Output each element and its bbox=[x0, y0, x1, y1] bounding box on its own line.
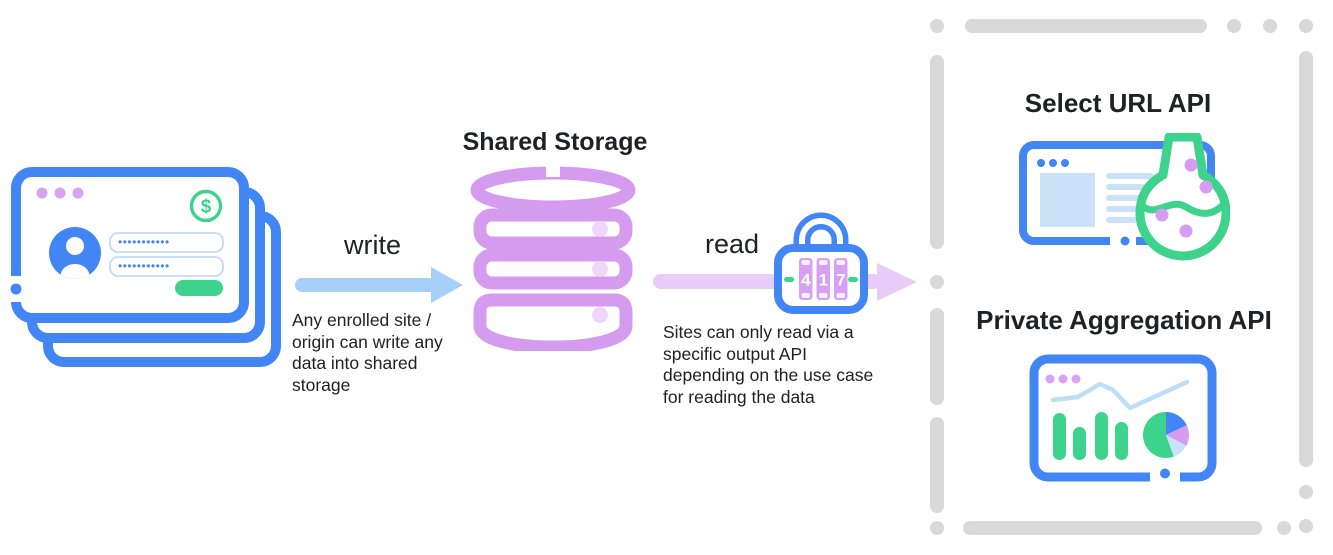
svg-text:•••••••••••: ••••••••••• bbox=[118, 235, 170, 249]
database-icon bbox=[470, 165, 636, 351]
pie-chart-icon bbox=[1142, 412, 1189, 458]
svg-text:1: 1 bbox=[819, 271, 828, 290]
write-caption: Any enrolled site / origin can write any… bbox=[292, 310, 443, 396]
shared-storage-title: Shared Storage bbox=[462, 128, 648, 156]
svg-text:$: $ bbox=[201, 197, 212, 218]
line-chart-icon bbox=[1050, 379, 1190, 411]
window-dots-icon bbox=[36, 187, 84, 199]
password-field[interactable]: ••••••••••• bbox=[109, 232, 224, 253]
flask-icon bbox=[1135, 133, 1230, 261]
dashboard-icon bbox=[1029, 354, 1217, 483]
write-arrow-icon bbox=[295, 267, 463, 303]
svg-text:4: 4 bbox=[801, 271, 811, 290]
password-field[interactable]: ••••••••••• bbox=[109, 256, 224, 277]
select-url-api-title: Select URL API bbox=[1024, 88, 1212, 118]
write-label: write bbox=[344, 230, 402, 260]
svg-text:7: 7 bbox=[836, 271, 845, 290]
submit-button[interactable] bbox=[175, 280, 223, 296]
lock-code: 4 1 7 bbox=[801, 271, 845, 290]
bar-chart-icon bbox=[1053, 412, 1128, 460]
select-url-api-icon bbox=[1019, 133, 1230, 261]
front-window-icon: $ ••••••••••• ••••••••••• bbox=[10, 167, 249, 323]
avatar-icon bbox=[49, 227, 101, 279]
lock-icon: 4 1 7 bbox=[774, 212, 868, 314]
read-caption: Sites can only read via a specific outpu… bbox=[663, 322, 874, 408]
private-aggregation-api-title: Private Aggregation API bbox=[976, 305, 1272, 335]
read-label: read bbox=[705, 229, 760, 259]
browser-window-stack-icon: $ ••••••••••• ••••••••••• bbox=[10, 167, 281, 367]
dollar-icon: $ bbox=[189, 189, 223, 223]
svg-text:•••••••••••: ••••••••••• bbox=[118, 259, 170, 273]
